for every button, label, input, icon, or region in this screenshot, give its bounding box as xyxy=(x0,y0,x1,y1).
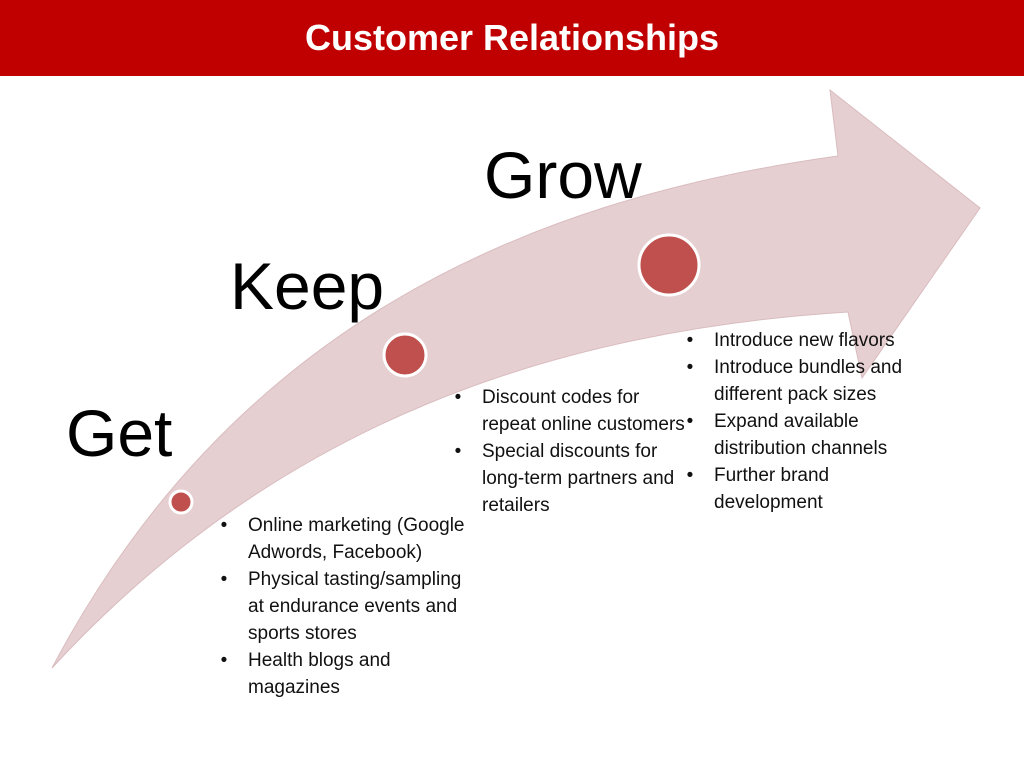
keep-bullet-list: Discount codes for repeat online custome… xyxy=(448,384,692,519)
bullet-item: Expand available distribution channels xyxy=(680,408,924,462)
stage-marker-keep xyxy=(382,332,428,378)
bullet-item: Physical tasting/sampling at endurance e… xyxy=(214,566,468,647)
bullet-item: Further brand development xyxy=(680,462,924,516)
stage-label-get: Get xyxy=(66,396,173,470)
stage-label-grow: Grow xyxy=(484,138,642,212)
bullet-item: Online marketing (Google Adwords, Facebo… xyxy=(214,512,468,566)
bullet-item: Introduce bundles and different pack siz… xyxy=(680,354,924,408)
get-bullet-list: Online marketing (Google Adwords, Facebo… xyxy=(214,512,468,701)
stage-marker-grow xyxy=(637,233,701,297)
slide-title: Customer Relationships xyxy=(304,17,720,58)
stage-marker-get xyxy=(168,489,194,515)
bullet-item: Health blogs and magazines xyxy=(214,647,468,701)
stage-label-keep: Keep xyxy=(230,249,385,323)
title-bar xyxy=(0,0,1024,76)
bullet-item: Introduce new flavors xyxy=(680,327,924,354)
grow-bullet-list: Introduce new flavors Introduce bundles … xyxy=(680,327,924,516)
bullet-item: Discount codes for repeat online custome… xyxy=(448,384,692,438)
growth-arrow xyxy=(51,88,981,669)
bullet-item: Special discounts for long-term partners… xyxy=(448,438,692,519)
